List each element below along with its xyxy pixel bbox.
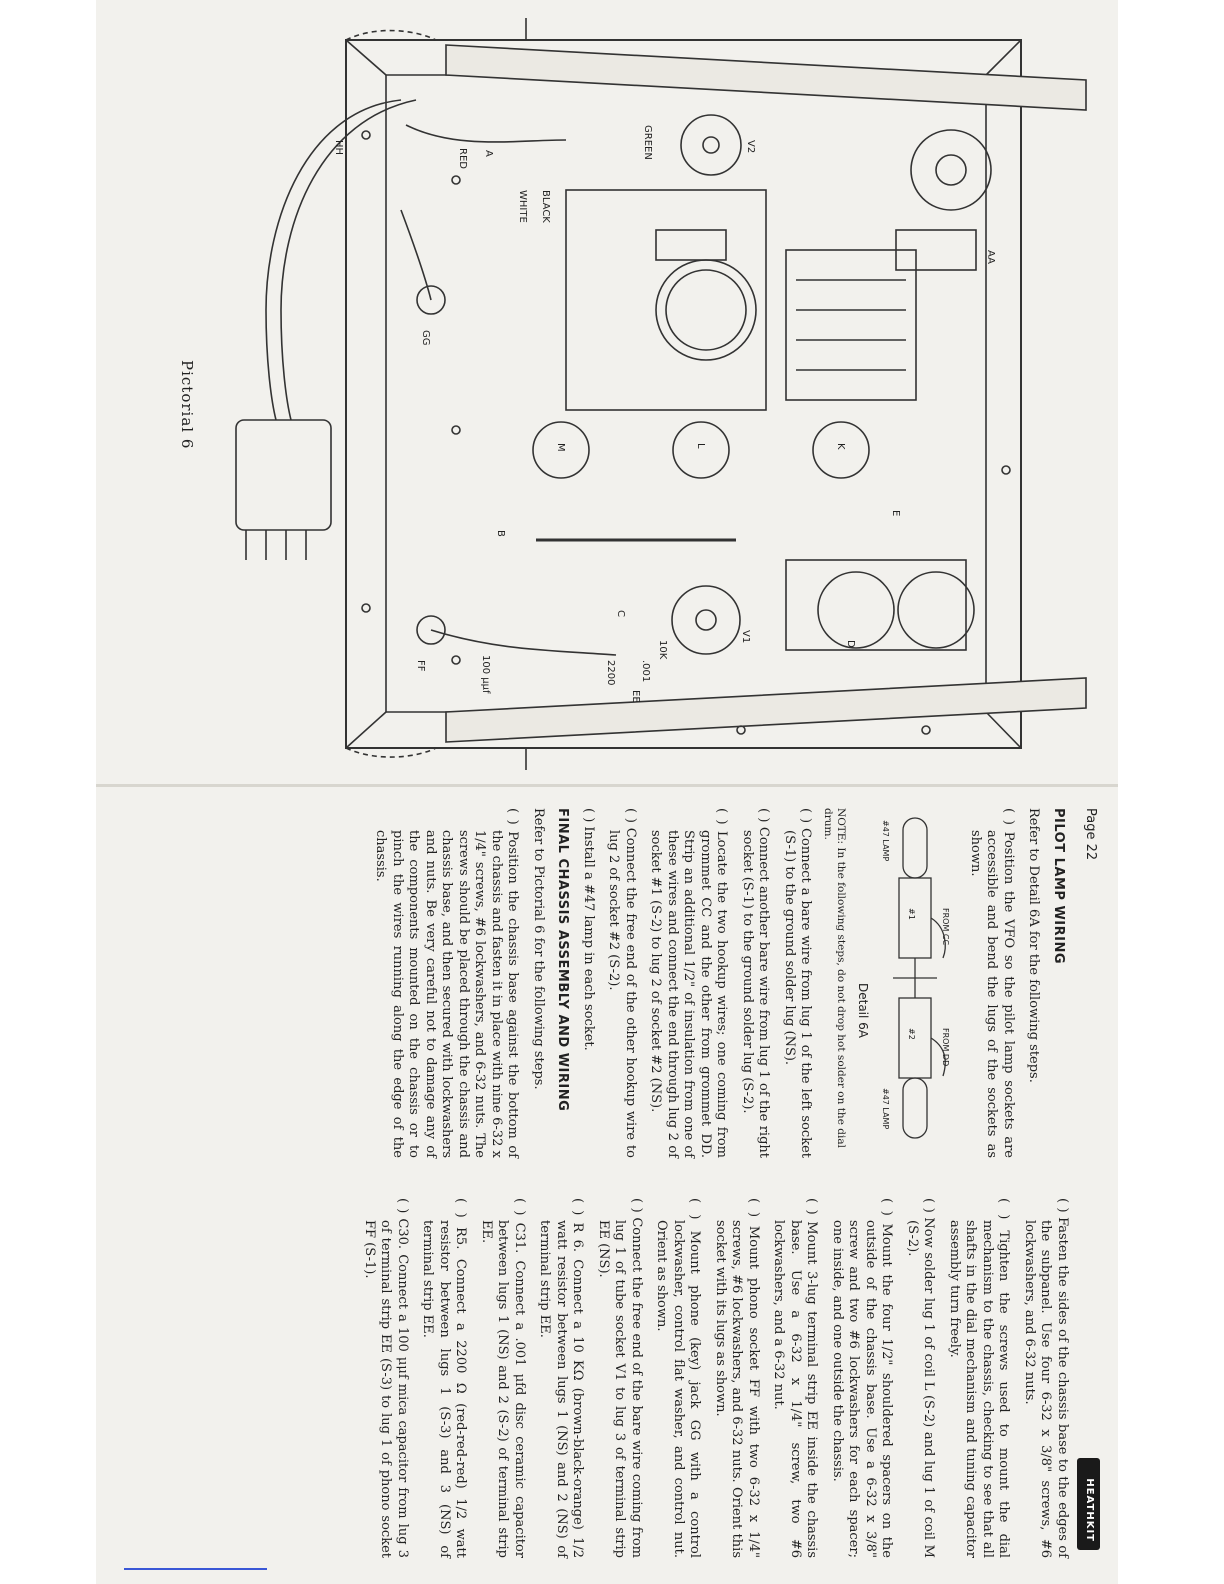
step-mount-terminal-strip: ( ) Mount 3-lug terminal strip EE inside…: [771, 1198, 820, 1558]
callout-m: M: [555, 443, 566, 452]
callout-v2: V2: [745, 140, 756, 154]
step-mount-key-jack: ( ) Mount phone (key) jack GG with a con…: [654, 1198, 703, 1558]
callout-a: A: [483, 150, 494, 157]
component-label-10k: 10K: [657, 640, 668, 660]
detail-label-from-cc: FROM CC: [941, 908, 951, 946]
detail-caption: Detail 6A: [856, 983, 871, 1039]
callout-hh: HH: [333, 140, 344, 156]
callout-ff: FF: [415, 660, 426, 672]
note-solder: NOTE: In the following steps, do not dro…: [822, 808, 848, 1148]
step-position-chassis-base: ( ) Position the chassis base against th…: [373, 808, 521, 1158]
step-bare-wire-left: ( ) Connect a bare wire from lug 1 of th…: [782, 808, 814, 1158]
column-left: PILOT LAMP WIRING Refer to Detail 6A for…: [363, 808, 1070, 1158]
detail-6a-drawing: [893, 817, 947, 1139]
step-bare-wire-right: ( ) Connect another bare wire from lug 1…: [740, 808, 772, 1158]
step-position-vfo: ( ) Position the VFO so the pilot lamp s…: [968, 808, 1016, 1158]
heathkit-logo: HEATHKIT: [1077, 1458, 1100, 1550]
step-r6: ( ) R 6. Connect a 10 KΩ (brown-black-or…: [537, 1198, 586, 1558]
callout-k: K: [835, 443, 846, 450]
callout-v1: V1: [740, 630, 751, 644]
step-tighten-screws: ( ) Tighten the screws used to mount the…: [947, 1198, 1012, 1558]
detail-label-socket-1: #1: [907, 908, 917, 920]
pictorial-6-drawing: HH A GG FF EE C B M L K E D V1 V2 AA GRE…: [96, 0, 1118, 784]
instruction-page: Page 22 HEATHKIT PILOT LAMP WIRING Refer…: [250, 808, 1100, 1568]
callout-l: L: [695, 443, 706, 449]
callout-d: D: [845, 640, 856, 648]
step-fasten-sides: ( ) Fasten the sides of the chassis base…: [1022, 1198, 1070, 1558]
section-title-pilot-lamp: PILOT LAMP WIRING: [1051, 808, 1066, 965]
callout-e: E: [890, 510, 901, 517]
step-install-lamp: ( ) Install a #47 lamp in each socket.: [581, 808, 596, 1051]
detail-label-lamp-left: #47 LAMP: [881, 820, 891, 862]
wire-label-green: GREEN: [642, 125, 653, 160]
page-number: Page 22: [1083, 808, 1098, 861]
detail-label-from-dd: FROM DD: [941, 1028, 951, 1067]
link-underline[interactable]: [124, 1568, 267, 1570]
detail-6a: FROM CC FROM DD #1 #2 #47 LAMP #47 LAMP …: [856, 808, 958, 1158]
wire-label-black: BLACK: [540, 190, 551, 223]
step-solder-coils: ( ) Now solder lug 1 of coil L (S-2) and…: [905, 1198, 937, 1558]
pictorial-caption-wrap: Pictorial 6: [178, 360, 200, 460]
component-label-001: .001: [640, 660, 651, 683]
component-label-2200: 2200: [605, 660, 616, 686]
column-right: ( ) Fasten the sides of the chassis base…: [352, 1198, 1070, 1558]
callout-b: B: [495, 530, 506, 537]
wire-label-white: WHITE: [517, 190, 528, 223]
callout-c: C: [615, 610, 626, 617]
step-connect-free-end: ( ) Connect the free end of the other ho…: [606, 808, 639, 1158]
component-label-100uuf: 100 μμf: [480, 655, 491, 694]
section-title-final-chassis: FINAL CHASSIS ASSEMBLY AND WIRING: [555, 808, 571, 1112]
chassis-inner: [385, 74, 987, 713]
callout-gg: GG: [420, 330, 431, 346]
step-mount-spacers: ( ) Mount the four 1/2" shouldered space…: [830, 1198, 895, 1558]
detail-label-socket-2: #2: [907, 1028, 917, 1040]
step-c30: ( ) C30. Connect a 100 μμf mica capacito…: [362, 1198, 410, 1558]
detail-label-lamp-right: #47 LAMP: [881, 1088, 891, 1130]
document-sheet: [96, 0, 1118, 1584]
callout-ee: EE: [630, 690, 641, 703]
callout-aa: AA: [985, 250, 996, 264]
page-fold: [96, 784, 1118, 787]
wire-label-red: RED: [457, 148, 468, 169]
intro-detail-6a: Refer to Detail 6A for the following ste…: [1026, 808, 1042, 1083]
step-hookup-wires: ( ) Locate the two hookup wires; one com…: [648, 808, 730, 1158]
step-mount-phono-socket: ( ) Mount phono socket FF with two 6-32 …: [713, 1198, 761, 1558]
step-connect-bare-wire-v1: ( ) Connect the free end of the bare wir…: [596, 1198, 644, 1558]
step-c31: ( ) C31. Connect a .001 μfd disc ceramic…: [479, 1198, 527, 1558]
intro-pictorial-6: Refer to Pictorial 6 for the following s…: [531, 808, 546, 1090]
chassis-illustration: [235, 18, 1087, 770]
pictorial-caption: Pictorial 6: [178, 360, 196, 450]
step-r5: ( ) R5. Connect a 2200 Ω (red-red-red) 1…: [420, 1198, 469, 1558]
